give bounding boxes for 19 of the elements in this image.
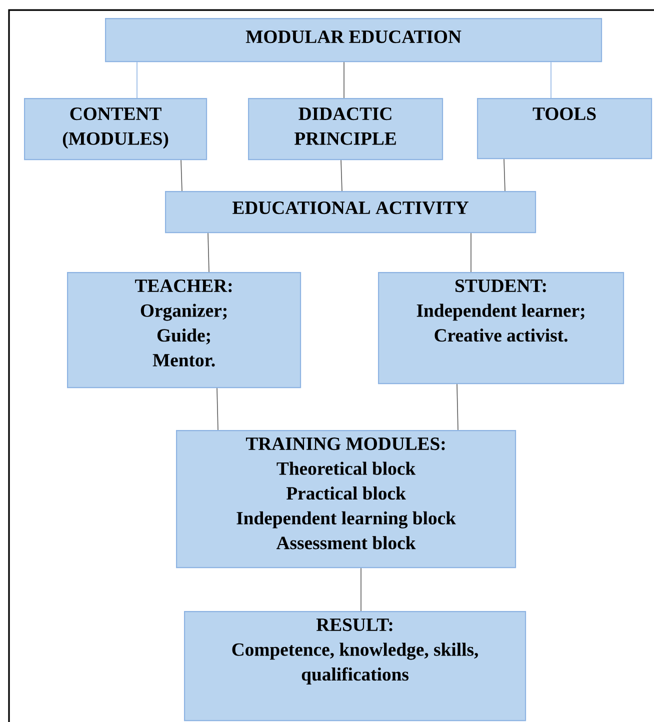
connector-line bbox=[216, 388, 218, 430]
connector-line bbox=[340, 160, 342, 192]
text-box: EDUCATIONAL ACTIVITY bbox=[165, 191, 536, 234]
text-box: STUDENT: Independent learner; Creative activist. bbox=[378, 272, 624, 384]
text-box: RESULT: Competence, knowledge, skills, qualifications bbox=[184, 611, 526, 722]
connector-line bbox=[180, 160, 182, 192]
text-box: TEACHER: Organizer; Guide; Mentor. bbox=[67, 272, 302, 388]
connector-line bbox=[504, 158, 506, 192]
text-box: MODULAR EDUCATION bbox=[105, 18, 602, 62]
connector-line bbox=[136, 62, 138, 98]
text-box: CONTENT (MODULES) bbox=[24, 98, 208, 160]
connector-line bbox=[456, 384, 458, 430]
connector-line bbox=[360, 568, 362, 612]
connector-line bbox=[208, 232, 210, 272]
connector-line bbox=[550, 62, 552, 98]
text-box: TRAINING MODULES: Theoretical block Practical block Independent learning block Assessment block bbox=[176, 430, 516, 568]
text-box: DIDACTIC PRINCIPLE bbox=[248, 98, 444, 160]
text-box: TOOLS bbox=[477, 98, 652, 160]
connector-line bbox=[470, 232, 472, 272]
